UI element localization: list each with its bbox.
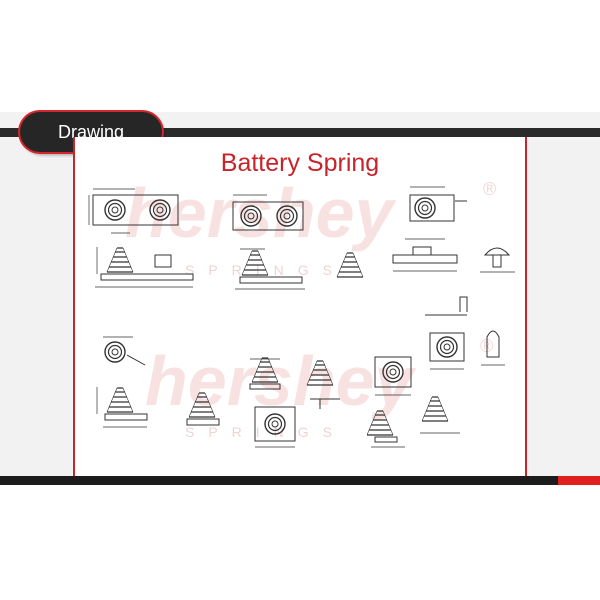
watermark-mark: ® (483, 179, 496, 199)
spring-drawing-8 (480, 247, 515, 273)
battery-spring-drawings: hershey SPRINGS ® hershey SPRINGS ® (88, 174, 515, 448)
spring-drawing-11 (96, 387, 148, 428)
spring-drawing-12 (186, 392, 220, 426)
panel-title: Battery Spring (220, 149, 380, 177)
footer-rule (0, 476, 600, 485)
watermark: hershey SPRINGS ® hershey SPRINGS ® (125, 174, 496, 440)
spring-drawing-15 (254, 406, 296, 448)
drawing-panel: Battery Spring hershey SPRINGS ® hershey… (73, 137, 527, 476)
header-rule (0, 128, 600, 137)
spring-drawing-20 (420, 396, 460, 434)
spring-drawing-6 (409, 186, 467, 222)
spring-drawing-4 (235, 248, 305, 290)
spring-drawing-1 (88, 188, 179, 226)
spring-drawing-18 (481, 330, 505, 366)
spring-drawing-13 (249, 357, 281, 390)
watermark-brand-lower: hershey (145, 342, 417, 420)
spring-drawing-3 (232, 194, 304, 231)
spring-drawing-14 (306, 360, 340, 409)
spring-drawing-17 (429, 332, 465, 370)
spring-drawing-2 (95, 232, 194, 288)
spring-drawing-19 (366, 410, 405, 448)
spring-drawing-16 (374, 356, 412, 396)
footer-red-accent (558, 476, 600, 485)
spring-drawing-9 (425, 296, 468, 316)
spring-drawing-7 (392, 238, 458, 272)
spring-drawing-10 (103, 336, 146, 366)
